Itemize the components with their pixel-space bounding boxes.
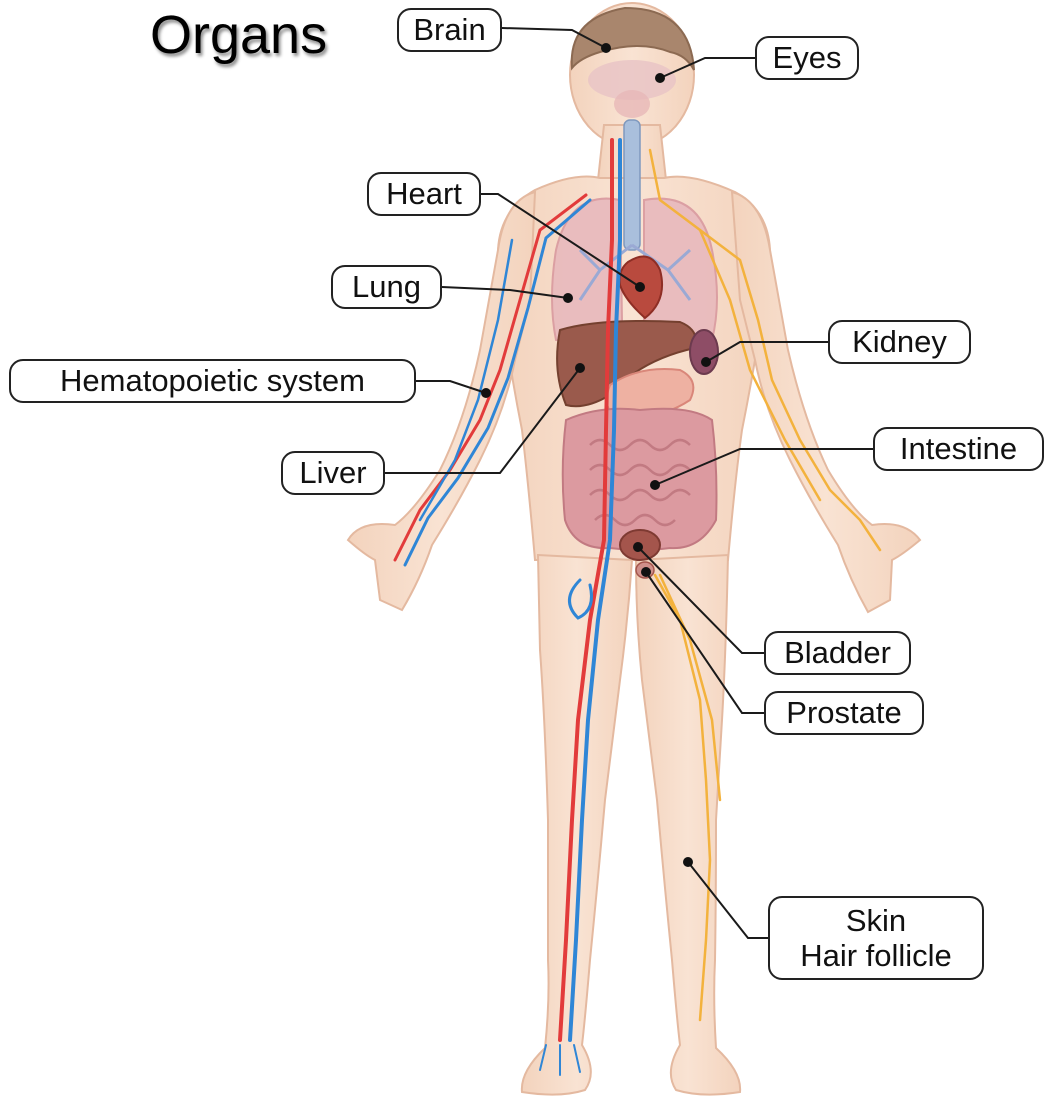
label-kidney: Kidney — [828, 320, 971, 364]
intestine-organ — [563, 409, 717, 550]
label-eyes: Eyes — [755, 36, 859, 80]
label-hematopoietic-system: Hematopoietic system — [9, 359, 416, 403]
label-heart: Heart — [367, 172, 481, 216]
kidney-organ — [690, 330, 718, 374]
diagram-title: Organs — [150, 6, 327, 65]
label-brain: Brain — [397, 8, 502, 52]
label-lung: Lung — [331, 265, 442, 309]
trachea — [624, 120, 640, 250]
label-bladder: Bladder — [764, 631, 911, 675]
label-skin: Skin — [846, 903, 906, 938]
label-intestine: Intestine — [873, 427, 1044, 471]
label-prostate: Prostate — [764, 691, 924, 735]
label-hair-follicle: Hair follicle — [800, 938, 952, 973]
label-skin-hair-follicle: Skin Hair follicle — [768, 896, 984, 980]
label-liver: Liver — [281, 451, 385, 495]
